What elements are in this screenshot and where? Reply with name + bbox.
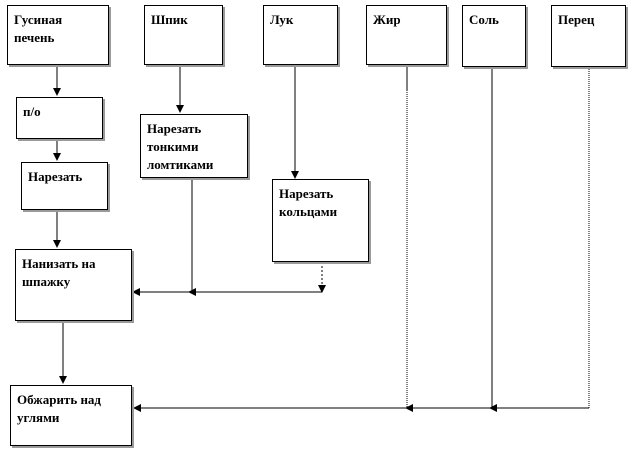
node-bacon: Шпик (144, 5, 223, 65)
node-onion: Лук (263, 5, 338, 65)
node-salt: Соль (462, 5, 526, 67)
node-fat: Жир (366, 5, 447, 65)
node-fry: Обжарить над углями (10, 385, 132, 446)
node-pepper: Перец (551, 5, 626, 67)
node-cut-rings: Нарезать кольцами (272, 179, 369, 262)
node-cut: Нарезать (21, 162, 108, 210)
node-liver: Гусиная печень (7, 5, 109, 65)
node-po: п/о (16, 97, 103, 139)
node-cut-strips: Нарезать тонкими ломтиками (140, 114, 248, 178)
node-skewer: Нанизать на шпажку (15, 249, 132, 321)
